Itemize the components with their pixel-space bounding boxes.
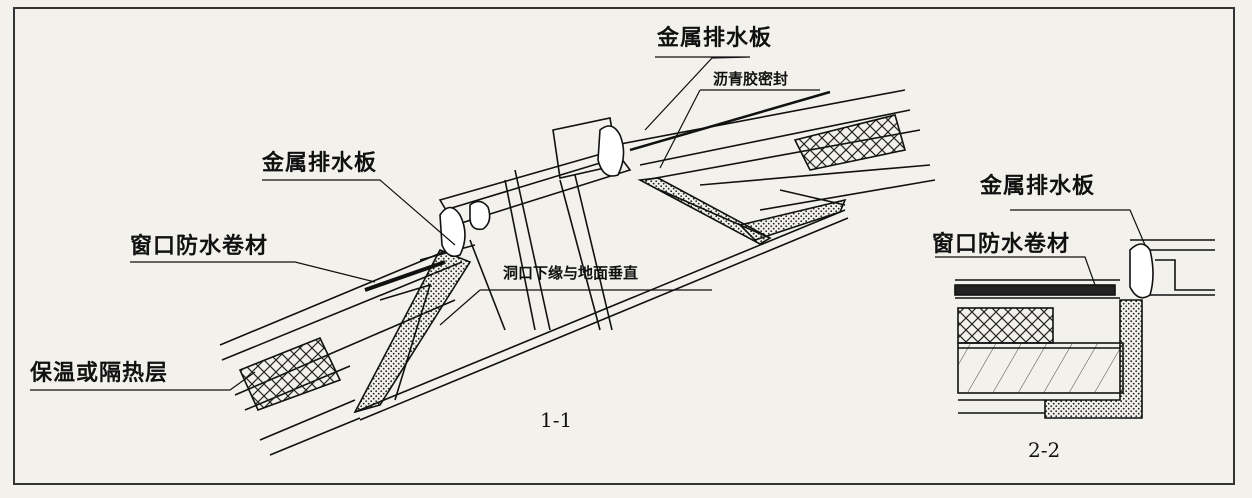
- section-2-2-drawing: [954, 239, 1215, 419]
- leader-lines-2-2: [935, 209, 1146, 286]
- label-window-membrane-2-2: 窗口防水卷材: [932, 232, 1071, 257]
- caption-1-1: 1-1: [540, 408, 573, 432]
- label-metal-drain-2-2: 金属排水板: [980, 174, 1096, 199]
- drawing-frame: [13, 7, 1235, 485]
- label-insulation: 保温或隔热层: [30, 361, 169, 386]
- section-1-1-drawing: [219, 89, 936, 456]
- label-opening-edge: 洞口下缘与地面垂直: [503, 264, 639, 282]
- leader-lines-1-1: [30, 56, 820, 391]
- caption-2-2: 2-2: [1028, 438, 1061, 462]
- label-metal-drain-mid: 金属排水板: [262, 151, 378, 176]
- label-metal-drain-top: 金属排水板: [657, 26, 773, 51]
- label-asphalt-seal: 沥青胶密封: [713, 70, 789, 88]
- label-window-membrane: 窗口防水卷材: [130, 234, 269, 259]
